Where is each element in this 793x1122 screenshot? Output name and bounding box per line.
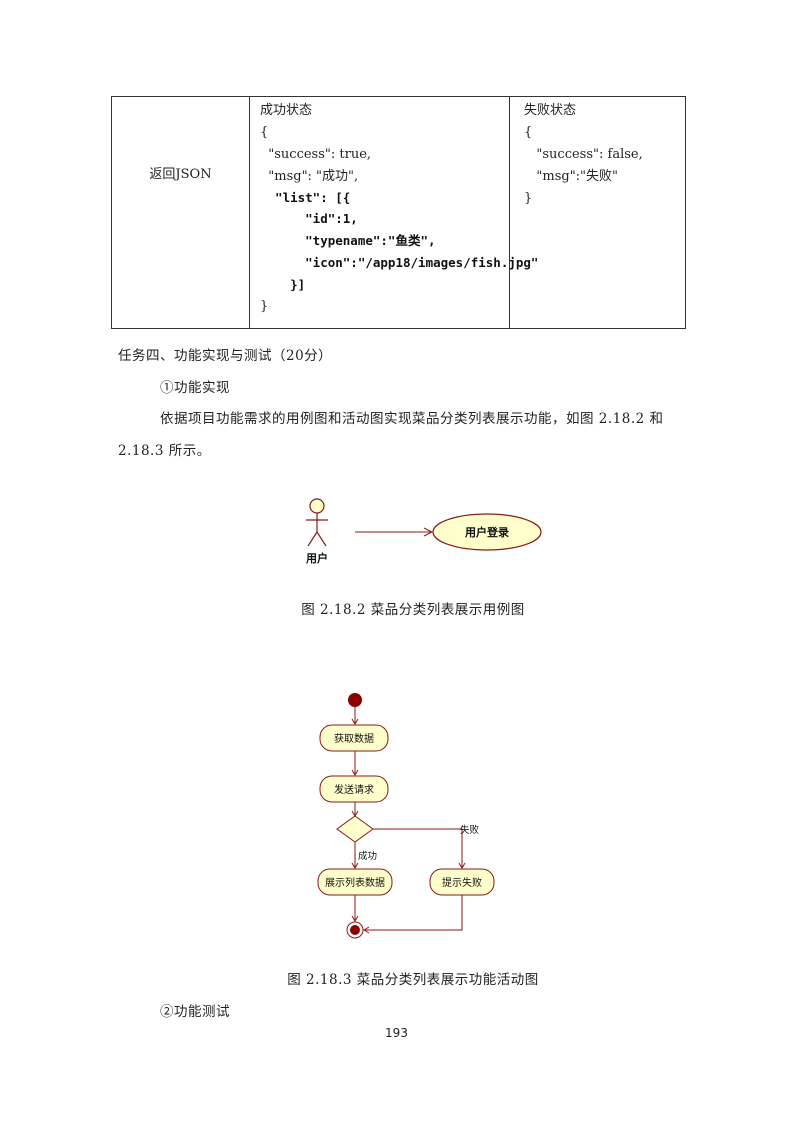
paragraph-line: 依据项目功能需求的用例图和活动图实现菜品分类列表展示功能，如图 2.18.2 和: [160, 411, 664, 427]
fail-title: 失败状态: [524, 103, 577, 118]
arrow-head-icon: [351, 769, 359, 776]
success-title: 成功状态: [260, 103, 313, 118]
fail-cell: 失败状态 { "success": false, "msg":"失败" }: [510, 97, 685, 328]
success-line: }]: [260, 277, 306, 292]
arrow-head-icon: [458, 862, 466, 869]
success-line: {: [260, 125, 269, 140]
success-line: "list": [{: [260, 190, 351, 205]
table-label: 返回JSON: [149, 167, 212, 182]
actor-label: 用户: [306, 551, 328, 565]
arrow-head-icon: [351, 862, 359, 869]
arrow-head-icon: [351, 915, 359, 922]
arrow-head-icon: [423, 527, 434, 537]
actor-icon: [306, 498, 328, 547]
figure-caption: 图 2.18.2 菜品分类列表展示用例图: [301, 602, 525, 618]
success-line: "icon":"/app18/images/fish.jpg": [260, 255, 539, 270]
subheading-testing: ②功能测试: [160, 1004, 230, 1020]
fail-line: }: [524, 191, 533, 206]
success-line: "typename":"鱼类",: [260, 233, 436, 248]
paragraph-line: 2.18.3 所示。: [118, 443, 211, 459]
subheading-implementation: ①功能实现: [160, 380, 230, 396]
usecase-diagram: 用户 用户登录: [306, 498, 542, 565]
table-label-cell: 返回JSON: [112, 97, 250, 328]
fail-line: "success": false,: [524, 147, 643, 162]
success-line: "id":1,: [260, 211, 358, 226]
json-response-table: 返回JSON 成功状态 { "success": true, "msg": "成…: [111, 96, 686, 329]
activity-get-data: [319, 724, 389, 752]
decision-node: [336, 815, 374, 843]
page-number: 193: [385, 1026, 408, 1040]
success-cell: 成功状态 { "success": true, "msg": "成功", "li…: [250, 97, 538, 328]
start-node: [348, 693, 362, 707]
activity-label: 提示失败: [442, 876, 482, 889]
fail-line: {: [524, 125, 533, 140]
arrow-head-icon: [363, 926, 370, 934]
activity-diagram: 获取数据 发送请求 成功 失败 展示列表数据 提示失败: [317, 693, 495, 939]
activity-send-request: [319, 775, 389, 803]
usecase-ellipse: [432, 513, 542, 551]
fail-guard-label: 失败: [460, 824, 480, 836]
activity-label: 展示列表数据: [325, 876, 385, 889]
usecase-label: 用户登录: [465, 525, 509, 539]
arrow-head-icon: [351, 718, 359, 725]
fail-line: "msg":"失败": [524, 169, 619, 184]
task-heading: 任务四、功能实现与测试（20分）: [118, 348, 333, 364]
success-line: "msg": "成功",: [260, 169, 359, 184]
success-line: }: [260, 299, 269, 314]
activity-label: 发送请求: [334, 783, 374, 796]
activity-label: 获取数据: [334, 732, 374, 745]
success-line: "success": true,: [260, 147, 372, 162]
success-guard-label: 成功: [358, 850, 377, 862]
figure-caption: 图 2.18.3 菜品分类列表展示功能活动图: [287, 972, 539, 988]
